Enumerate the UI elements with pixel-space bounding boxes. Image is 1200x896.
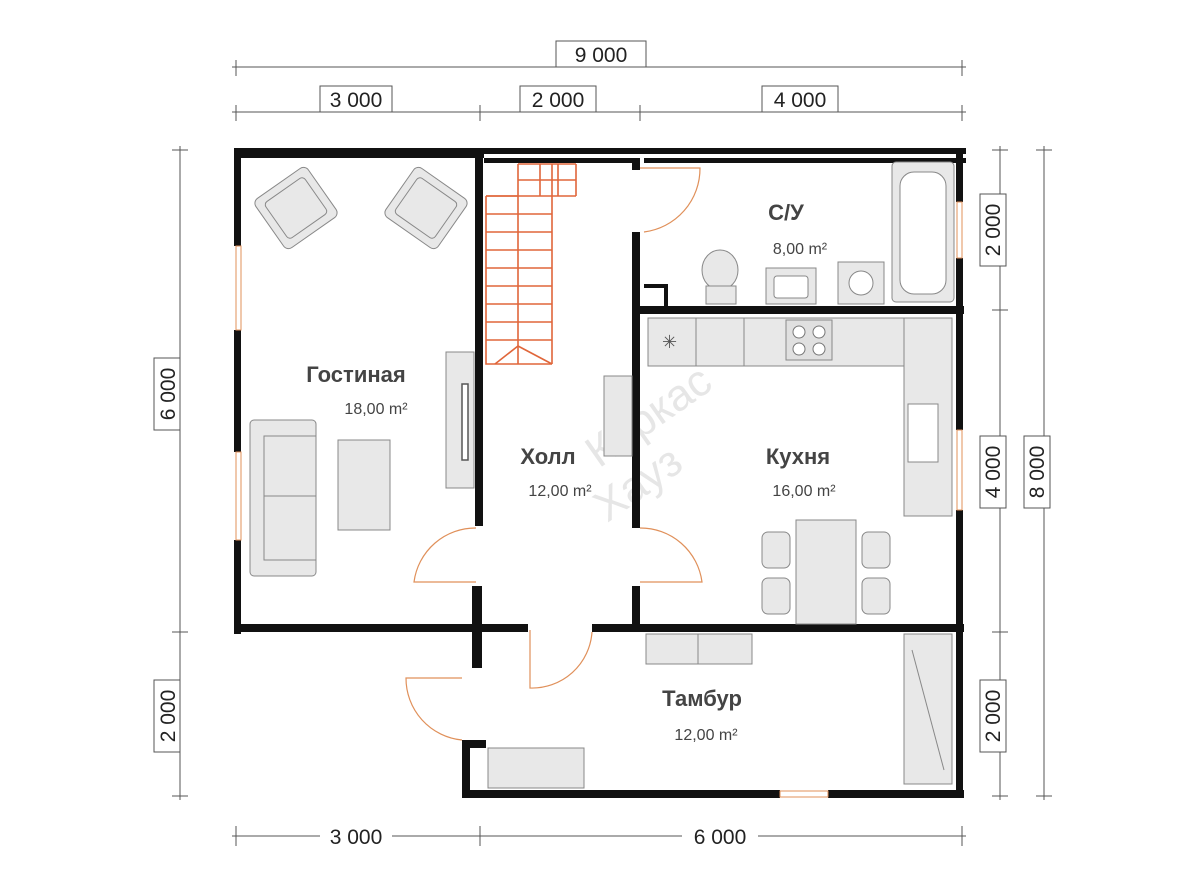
toilet [701, 249, 739, 291]
chair-2 [761, 577, 791, 615]
dim-left-2: 2 000 [157, 690, 180, 743]
dimension-labels: 9 000 3 000 2 000 4 000 3 000 6 000 6 00… [153, 40, 1051, 850]
room-hall-name: Холл [520, 444, 575, 469]
room-bathroom-name: С/У [768, 200, 804, 225]
armchair-right [384, 166, 468, 250]
room-vestibule-area: 12,00 m² [674, 727, 738, 744]
dim-right-3: 2 000 [982, 690, 1005, 743]
armchair-left [254, 166, 338, 250]
room-kitchen-name: Кухня [766, 444, 830, 469]
dim-top-2: 2 000 [532, 89, 585, 112]
tv-cabinet [445, 351, 475, 489]
dim-right-total: 8 000 [1026, 446, 1049, 499]
dim-bottom-2: 6 000 [694, 826, 747, 849]
dim-right-1: 2 000 [982, 204, 1005, 257]
hall-cabinet [603, 375, 633, 457]
vestibule-fixtures [487, 633, 953, 789]
coffee-table [337, 439, 391, 531]
dining-table [795, 519, 857, 625]
bathroom-fixtures [701, 161, 955, 305]
fan-icon: ✳ [662, 332, 677, 353]
room-kitchen-area: 16,00 m² [772, 483, 836, 500]
room-labels: Гостиная 18,00 m² Холл 12,00 m² С/У 8,00… [306, 200, 836, 744]
watermark: Каркас Хауз [577, 356, 721, 531]
doors [405, 167, 703, 741]
room-living-area: 18,00 m² [344, 401, 408, 418]
stove [785, 319, 833, 361]
room-bathroom-area: 8,00 m² [773, 241, 828, 258]
living-furniture [249, 166, 475, 577]
kitchen-sink [907, 403, 939, 463]
stairs [485, 163, 577, 365]
room-living-name: Гостиная [306, 362, 405, 387]
room-hall-area: 12,00 m² [528, 483, 592, 500]
windows [235, 201, 963, 798]
bench [487, 747, 585, 789]
kitchen-fixtures: ✳ [647, 317, 953, 625]
dim-top-3: 4 000 [774, 89, 827, 112]
chair-1 [761, 531, 791, 569]
room-vestibule-name: Тамбур [662, 686, 742, 711]
dim-bottom-1: 3 000 [330, 826, 383, 849]
wardrobe [903, 633, 953, 785]
chair-3 [861, 531, 891, 569]
walls [234, 148, 966, 798]
dim-right-2: 4 000 [982, 446, 1005, 499]
dim-top-total: 9 000 [575, 44, 628, 67]
chair-4 [861, 577, 891, 615]
shoe-cabinet [645, 633, 753, 665]
tv [461, 383, 469, 461]
dim-top-1: 3 000 [330, 89, 383, 112]
dim-left-1: 6 000 [157, 368, 180, 421]
